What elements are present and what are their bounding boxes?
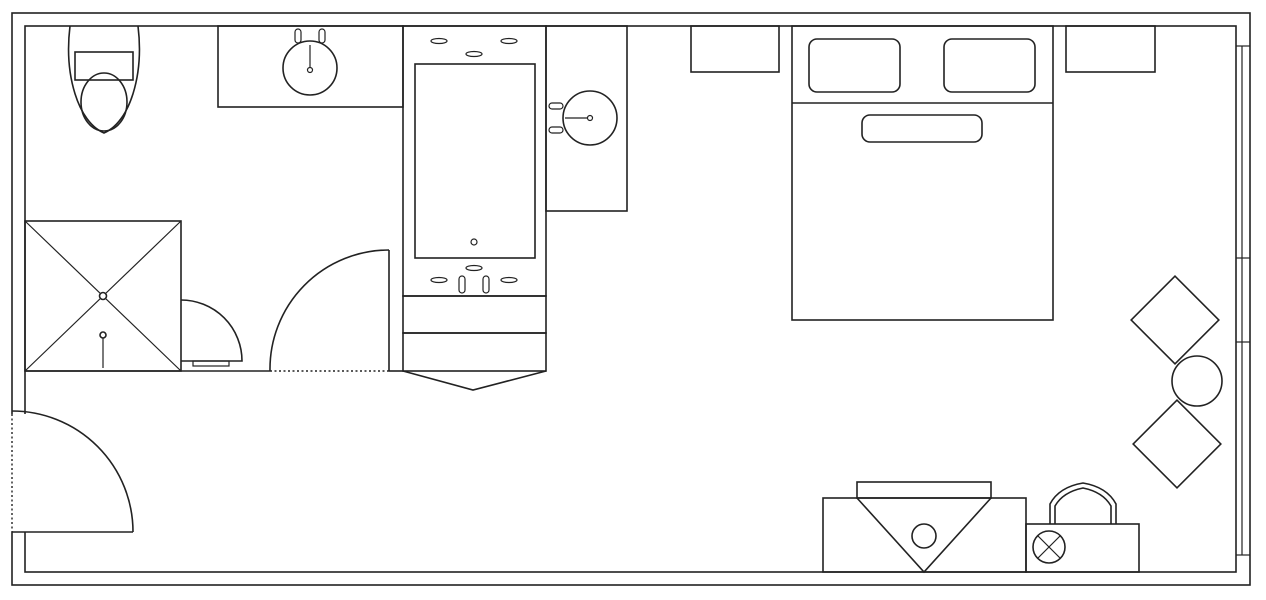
toilet-icon [67,25,141,134]
lounge-chair-icon [1132,399,1222,489]
bathroom-sink-icon [217,25,404,108]
desk-icon [822,481,1027,574]
side-table-icon [1171,355,1223,407]
nightstand-icon [1065,25,1156,73]
desk-chair-icon [911,523,937,549]
walls [10,12,1251,586]
lounge-chair-icon [1130,275,1220,365]
pillow-icon [808,38,901,93]
outer-wall [11,12,1251,586]
shower-stall-icon [24,220,182,372]
entry-door-icon [11,410,134,533]
bathtub-icon [402,25,547,297]
shower-door-icon [180,299,243,367]
floor-lamp-icon [1025,482,1140,573]
bathroom-door-icon [269,249,390,372]
pillow-icon [943,38,1036,93]
nightstand-icon [690,25,780,73]
inner-wall [24,25,1237,573]
window-icon [1236,45,1250,556]
entry-opening [10,414,27,532]
wardrobe-icon [402,295,547,391]
vanity-sink-icon [545,25,628,212]
double-bed-icon [791,25,1054,321]
